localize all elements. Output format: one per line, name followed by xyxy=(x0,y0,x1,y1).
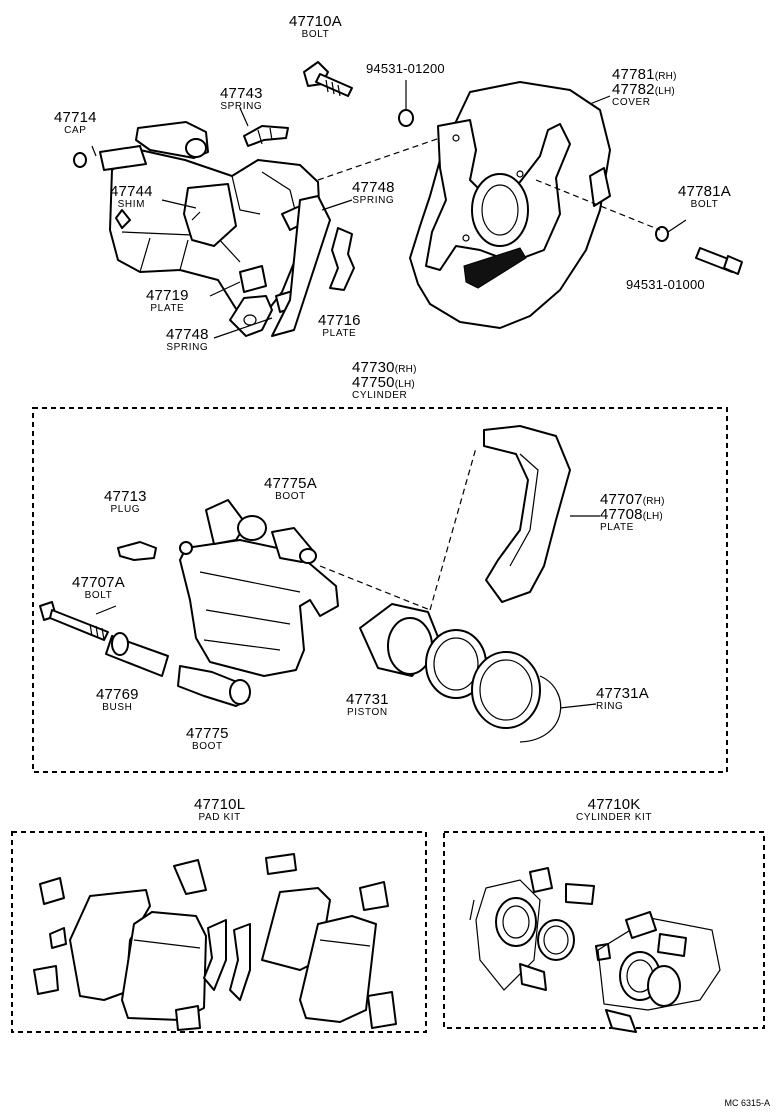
plug-47713-drawing xyxy=(117,541,157,561)
label-spring-47743: 47743 SPRING xyxy=(220,86,263,112)
part-number: 47748 xyxy=(352,179,395,196)
pad-kit-drawing xyxy=(33,853,397,1031)
plate-47716-drawing xyxy=(329,227,355,291)
bolt-47707a-drawing xyxy=(39,601,109,641)
part-number: 47714 xyxy=(54,109,97,126)
piston-47731-drawing xyxy=(359,603,441,677)
part-name: CYLINDER xyxy=(352,390,408,401)
part-name: BOOT xyxy=(191,741,223,752)
seal-and-ring-drawing xyxy=(425,629,562,743)
plate-47707-drawing xyxy=(483,425,571,603)
cylinder-kit-drawing xyxy=(469,867,721,1033)
part-number: 47775 xyxy=(186,725,229,742)
part-name: PLATE xyxy=(600,522,634,533)
boot-47775-drawing xyxy=(177,665,251,707)
part-number-lh: 47708(LH) xyxy=(600,506,663,523)
part-name: RING xyxy=(596,701,624,712)
part-number-rh: 47730(RH) xyxy=(352,359,417,376)
label-spring-47748-lower: 47748 SPRING xyxy=(166,327,209,353)
label-plate-47716: 47716 PLATE xyxy=(318,313,361,339)
label-cylinder: 47730(RH) 47750(LH) CYLINDER xyxy=(352,360,417,401)
label-boot-47775: 47775 BOOT xyxy=(186,726,229,752)
part-number: 47710A xyxy=(289,13,342,30)
cylinder-group-box xyxy=(32,407,728,773)
part-number: 47775A xyxy=(264,475,317,492)
part-number: 47719 xyxy=(146,287,189,304)
cap-47714-drawing xyxy=(73,152,87,168)
bolt-47781a-drawing xyxy=(655,226,743,275)
part-name: BUSH xyxy=(102,702,133,713)
bolt-47710a-drawing xyxy=(303,61,353,97)
pad-kit-box xyxy=(11,831,427,1033)
part-number: 47731A xyxy=(596,685,649,702)
leader-lines-cylinder xyxy=(95,447,600,709)
part-name: CAP xyxy=(64,125,87,136)
part-number-lh: 47750(LH) xyxy=(352,374,415,391)
part-number: 47716 xyxy=(318,312,361,329)
cylinder-body-drawing xyxy=(179,499,339,677)
part-number-rh: 47707(RH) xyxy=(600,491,665,508)
label-plate-47707: 47707(RH) 47708(LH) PLATE xyxy=(600,492,665,533)
part-number: 47710L xyxy=(194,796,246,813)
label-pad-kit: 47710L PAD KIT xyxy=(194,797,245,823)
spring-47743-drawing xyxy=(243,125,289,147)
part-name: BOOT xyxy=(275,491,306,502)
label-clip-9453101200: 94531-01200 xyxy=(366,62,445,75)
part-number: 94531-01000 xyxy=(626,277,705,292)
bush-47769-drawing xyxy=(105,632,169,677)
part-name: BOLT xyxy=(690,199,719,210)
boot-47775a-drawing xyxy=(271,527,317,564)
part-name: SPRING xyxy=(166,342,209,353)
part-name: PAD KIT xyxy=(198,812,241,823)
part-number: 47748 xyxy=(166,326,209,343)
label-plate-47719: 47719 PLATE xyxy=(146,288,189,314)
label-bolt-47707a: 47707A BOLT xyxy=(72,575,125,601)
part-number: 47710K xyxy=(587,796,641,813)
dust-cover-drawing xyxy=(409,81,611,329)
part-number: 94531-01200 xyxy=(366,61,445,76)
part-number: 47707A xyxy=(72,574,125,591)
part-number-rh: 47781(RH) xyxy=(612,66,677,83)
clip-9453101200-drawing xyxy=(398,80,414,127)
label-plug-47713: 47713 PLUG xyxy=(104,489,147,515)
part-number: 47743 xyxy=(220,85,263,102)
label-clip-9453101000: 94531-01000 xyxy=(626,278,705,291)
part-name: SPRING xyxy=(220,101,263,112)
drawing-code: MC 6315-A xyxy=(724,1098,770,1108)
part-number: 47781A xyxy=(678,183,731,200)
leader-lines-top xyxy=(91,95,687,339)
part-name: SHIM xyxy=(117,199,146,210)
label-cover: 47781(RH) 47782(LH) COVER xyxy=(612,67,677,108)
part-name: PLATE xyxy=(150,303,185,314)
label-bolt-47710a: 47710A BOLT xyxy=(289,14,342,40)
part-name: CYLINDER KIT xyxy=(576,812,653,823)
part-name: PLATE xyxy=(322,328,357,339)
label-shim-47744: 47744 SHIM xyxy=(110,184,153,210)
part-name: BOLT xyxy=(301,29,330,40)
label-ring-47731a: 47731A RING xyxy=(596,686,649,712)
part-number: 47744 xyxy=(110,183,153,200)
slide-plate-drawing xyxy=(271,195,331,337)
label-bolt-47781a: 47781A BOLT xyxy=(678,184,731,210)
label-cylinder-kit: 47710K CYLINDER KIT xyxy=(576,797,652,823)
part-number: 47713 xyxy=(104,488,147,505)
label-bush-47769: 47769 BUSH xyxy=(96,687,139,713)
part-name: COVER xyxy=(612,97,651,108)
cylinder-kit-box xyxy=(443,831,765,1029)
label-spring-47748-upper: 47748 SPRING xyxy=(352,180,395,206)
part-number-lh: 47782(LH) xyxy=(612,81,675,98)
part-number: 47769 xyxy=(96,686,139,703)
part-name: SPRING xyxy=(352,195,395,206)
label-piston-47731: 47731 PISTON xyxy=(346,692,389,718)
caliper-assembly xyxy=(99,121,321,337)
label-boot-47775a: 47775A BOOT xyxy=(264,476,317,502)
part-number: 47731 xyxy=(346,691,389,708)
part-name: PISTON xyxy=(347,707,388,718)
label-cap-47714: 47714 CAP xyxy=(54,110,97,136)
part-name: BOLT xyxy=(84,590,113,601)
part-name: PLUG xyxy=(110,504,141,515)
